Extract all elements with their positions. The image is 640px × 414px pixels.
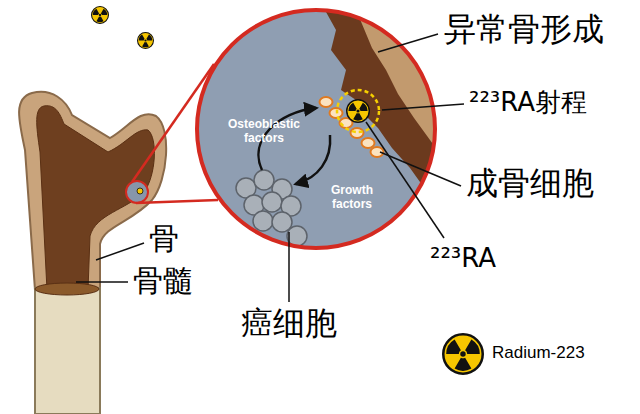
legend-symbol xyxy=(443,334,482,373)
zoom-line xyxy=(136,200,218,203)
osteoblast xyxy=(320,97,333,107)
osteoblast xyxy=(351,128,364,138)
leader-line xyxy=(76,281,128,283)
radium-symbol xyxy=(347,100,370,123)
legend-label: Radium-223 xyxy=(492,344,585,363)
radium-symbol xyxy=(92,7,109,24)
radium-range xyxy=(337,90,379,132)
leader-lines xyxy=(76,34,464,302)
cancer-cell xyxy=(253,211,273,231)
radium-symbol xyxy=(138,33,154,49)
zoom-view xyxy=(190,0,460,255)
osteoblast xyxy=(362,138,375,148)
part-label: 异常骨形成 xyxy=(444,12,604,47)
part-label: 癌细胞 xyxy=(241,306,337,341)
radium-dot xyxy=(137,188,143,194)
bone-cortex xyxy=(19,92,166,414)
cancer-cells xyxy=(236,170,307,246)
cancer-cell xyxy=(287,226,307,246)
bone-shaft xyxy=(35,288,100,414)
bone-marrow xyxy=(37,106,155,290)
leader-line xyxy=(288,232,290,302)
bone-matrix xyxy=(352,0,460,180)
leader-line xyxy=(366,122,444,238)
leader-line xyxy=(96,243,144,260)
cancer-cell xyxy=(254,170,274,190)
cancer-cell xyxy=(262,192,282,212)
factor-arrow xyxy=(296,135,330,184)
abnormal-bone xyxy=(322,0,460,216)
part-label: 骨 xyxy=(149,222,179,255)
factor-label: Growth factors xyxy=(322,184,382,212)
bone-figure xyxy=(19,92,166,414)
factor-label: Osteoblastic factors xyxy=(226,118,302,146)
part-label: ²²³RA xyxy=(430,244,496,273)
leader-line xyxy=(378,34,438,52)
part-label: 骨髓 xyxy=(133,264,193,297)
zoom-target xyxy=(126,181,148,203)
part-label: 成骨细胞 xyxy=(466,166,594,201)
leader-line xyxy=(380,152,461,186)
leader-line xyxy=(382,104,464,110)
part-label: ²²³RA射程 xyxy=(469,88,587,117)
bone-cut xyxy=(35,283,99,295)
